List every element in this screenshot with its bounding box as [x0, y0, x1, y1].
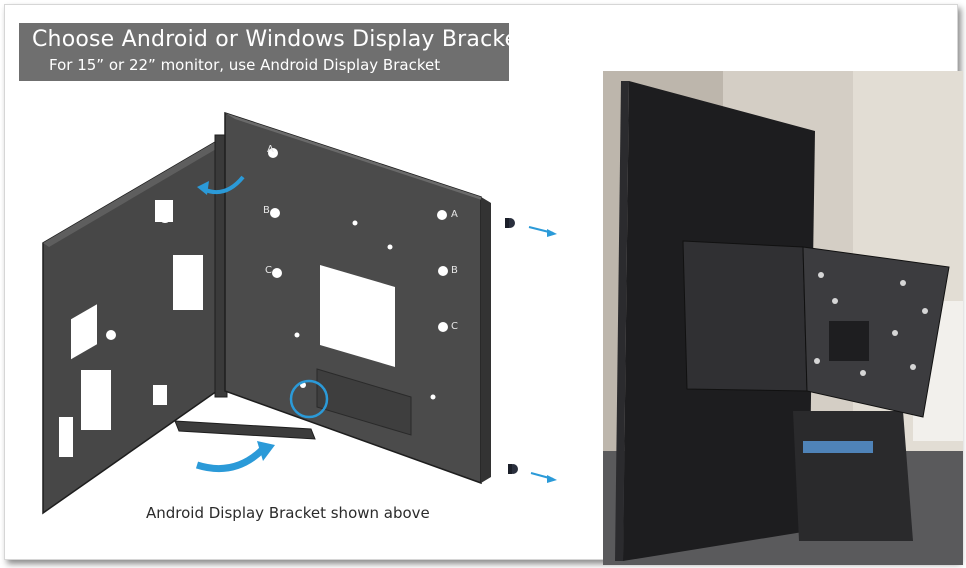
- hole-label-b-left: B: [263, 205, 270, 216]
- bracket-diagram: A A B B C C: [42, 111, 557, 515]
- banner-subtitle: For 15” or 22” monitor, use Android Disp…: [49, 56, 441, 74]
- screw-top-icon: [505, 218, 515, 228]
- hole-label-c-left: C: [265, 265, 272, 276]
- slide: Choose Android or Windows Display Bracke…: [4, 4, 963, 565]
- screw-arrow-top-icon: [528, 226, 557, 237]
- bracket-photo: [603, 71, 963, 565]
- hole-label-b-right: B: [451, 265, 458, 276]
- screw-arrow-bottom-icon: [530, 472, 557, 483]
- hole-label-a-left: A: [267, 144, 274, 155]
- bracket-left-panel: [42, 139, 223, 515]
- diagram-caption: Android Display Bracket shown above: [146, 504, 430, 522]
- bracket-foot: [174, 420, 316, 440]
- rotate-arrow-bottom-icon: [195, 446, 266, 473]
- hole-label-c-right: C: [451, 321, 458, 332]
- hole-label-a-right: A: [451, 209, 458, 220]
- banner-title: Choose Android or Windows Display Bracke…: [32, 27, 528, 52]
- highlight-circle: [289, 379, 329, 419]
- bracket-main-plate: [224, 111, 491, 485]
- screw-bottom-icon: [508, 464, 518, 474]
- title-banner: Choose Android or Windows Display Bracke…: [19, 23, 527, 81]
- bracket-photo-drawing: [603, 71, 963, 565]
